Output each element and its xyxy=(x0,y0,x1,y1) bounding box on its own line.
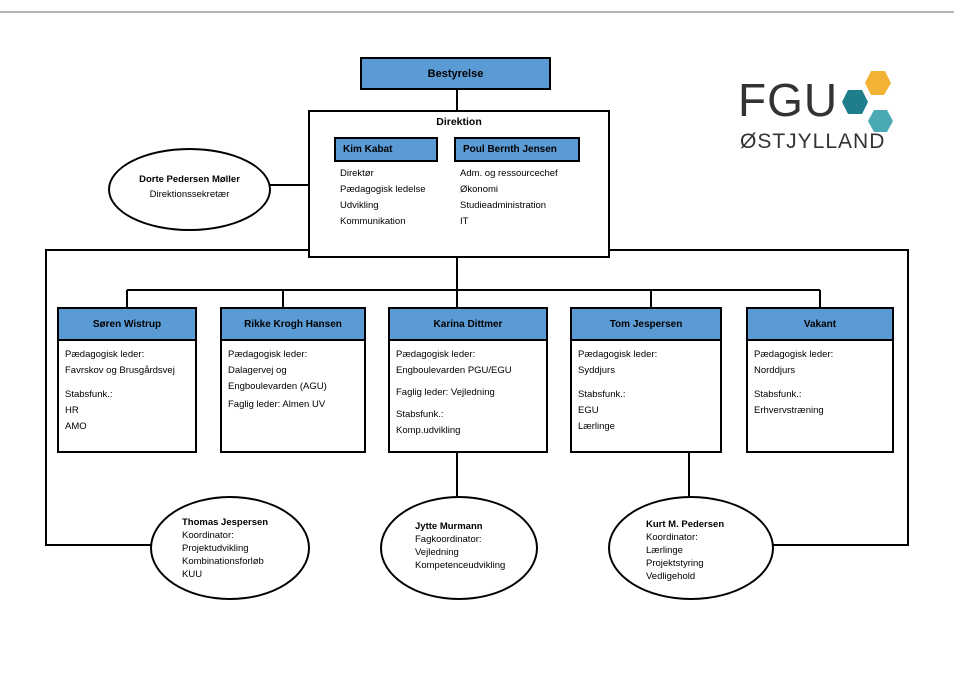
secretary-ellipse: Dorte Pedersen Møller Direktionssekretær xyxy=(108,148,271,231)
secretary-name: Dorte Pedersen Møller xyxy=(139,174,240,185)
coordinator-name: Thomas Jespersen xyxy=(182,517,269,528)
coordinator-name: Kurt M. Pedersen xyxy=(646,519,725,530)
duty-item: Adm. og ressourcechef xyxy=(460,168,558,179)
board-box: Bestyrelse xyxy=(360,57,551,90)
dept-line: Komp.udvikling xyxy=(396,425,461,436)
dept-head-box: Tom Jespersen xyxy=(572,309,720,341)
dept-line: Lærlinge xyxy=(578,421,615,432)
duty-item: Pædagogisk ledelse xyxy=(340,184,426,195)
fgu-logo: FGU ØSTJYLLAND xyxy=(738,68,908,163)
coordinator-line: KUU xyxy=(182,569,203,580)
duty-item: Udvikling xyxy=(340,200,379,211)
top-divider xyxy=(0,11,954,13)
logo-line1: FGU xyxy=(738,74,839,126)
coordinator-line: Koordinator: xyxy=(182,530,234,541)
dept-line: Syddjurs xyxy=(578,365,615,376)
coordinator-line: Kompetenceudvikling xyxy=(415,560,506,571)
duty-item: Studieadministration xyxy=(460,200,547,211)
dept-line: Pædagogisk leder: xyxy=(65,349,145,360)
dept-details: Pædagogisk leder: Engboulevarden PGU/EGU… xyxy=(396,347,512,439)
kim-kabat-name: Kim Kabat xyxy=(343,144,393,155)
dept-line: EGU xyxy=(578,405,599,416)
coordinator-ellipse-jytte-murmann: Jytte Murmann Fagkoordinator: Vejledning… xyxy=(380,496,538,600)
dept-line: Stabsfunk.: xyxy=(754,389,802,400)
dept-line: Stabsfunk.: xyxy=(65,389,113,400)
dept-line: HR xyxy=(65,405,79,416)
dept-line: Stabsfunk.: xyxy=(396,409,444,420)
dept-head-name: Vakant xyxy=(803,318,837,330)
coordinator-line: Vedligehold xyxy=(646,571,696,582)
dept-head-box: Vakant xyxy=(748,309,892,341)
dept-line: Erhvervstræning xyxy=(754,405,824,416)
logo-line2: ØSTJYLLAND xyxy=(740,130,886,153)
dept-line: Engboulevarden (AGU) xyxy=(228,381,327,392)
connector-left-loop xyxy=(45,249,308,546)
duty-item: Kommunikation xyxy=(340,216,406,227)
dept-line: AMO xyxy=(65,421,87,432)
poul-bernth-jensen-duties: Adm. og ressourcechef Økonomi Studieadmi… xyxy=(460,166,558,230)
direktion-box: Direktion Kim Kabat Poul Bernth Jensen D… xyxy=(308,110,610,258)
dept-head-name: Søren Wistrup xyxy=(92,318,162,330)
dept-line: Engboulevarden PGU/EGU xyxy=(396,365,512,376)
logo-mark-icon xyxy=(842,71,893,132)
dept-line: Pædagogisk leder: xyxy=(754,349,834,360)
dept-head-name: Karina Dittmer xyxy=(433,318,503,330)
dept-head-box: Karina Dittmer xyxy=(390,309,546,341)
dept-line: Faglig leder: Almen UV xyxy=(228,399,326,410)
board-label: Bestyrelse xyxy=(427,67,484,80)
direktion-title: Direktion xyxy=(436,116,482,128)
dept-head-box: Rikke Krogh Hansen xyxy=(222,309,364,341)
coordinator-line: Fagkoordinator: xyxy=(415,534,482,545)
dept-line: Pædagogisk leder: xyxy=(396,349,476,360)
dept-line: Dalagervej og xyxy=(228,365,287,376)
dept-details: Pædagogisk leder: Favrskov og Brusgårdsv… xyxy=(65,347,175,435)
coordinator-line: Vejledning xyxy=(415,547,459,558)
coordinator-line: Projektudvikling xyxy=(182,543,249,554)
dept-box-karina-dittmer: Karina Dittmer Pædagogisk leder: Engboul… xyxy=(388,307,548,453)
dept-head-name: Tom Jespersen xyxy=(609,318,683,330)
kim-kabat-duties: Direktør Pædagogisk ledelse Udvikling Ko… xyxy=(340,166,426,230)
coordinator-line: Koordinator: xyxy=(646,532,698,543)
dept-box-vakant: Vakant Pædagogisk leder: Norddjurs Stabs… xyxy=(746,307,894,453)
poul-bernth-jensen-name: Poul Bernth Jensen xyxy=(463,144,557,155)
kim-kabat-box: Kim Kabat xyxy=(334,137,438,162)
dept-head-box: Søren Wistrup xyxy=(59,309,195,341)
coordinator-line: Lærlinge xyxy=(646,545,683,556)
duty-item: Økonomi xyxy=(460,184,499,195)
connector-right-loop xyxy=(610,249,909,546)
secretary-role: Direktionssekretær xyxy=(149,189,230,200)
duty-item: IT xyxy=(460,216,469,227)
dept-line: Pædagogisk leder: xyxy=(228,349,308,360)
dept-details: Pædagogisk leder: Norddjurs Stabsfunk.: … xyxy=(754,347,833,419)
poul-bernth-jensen-box: Poul Bernth Jensen xyxy=(454,137,580,162)
dept-details: Pædagogisk leder: Syddjurs Stabsfunk.: E… xyxy=(578,347,657,435)
dept-line: Favrskov og Brusgårdsvej xyxy=(65,365,175,376)
dept-box-tom-jespersen: Tom Jespersen Pædagogisk leder: Syddjurs… xyxy=(570,307,722,453)
dept-box-soren-wistrup: Søren Wistrup Pædagogisk leder: Favrskov… xyxy=(57,307,197,453)
dept-line: Norddjurs xyxy=(754,365,796,376)
coordinator-ellipse-thomas-jespersen: Thomas Jespersen Koordinator: Projektudv… xyxy=(150,496,310,600)
coordinator-line: Projektstyring xyxy=(646,558,704,569)
dept-head-name: Rikke Krogh Hansen xyxy=(244,318,342,330)
coordinator-name: Jytte Murmann xyxy=(415,521,483,532)
coordinator-ellipse-kurt-m-pedersen: Kurt M. Pedersen Koordinator: Lærlinge P… xyxy=(608,496,774,600)
duty-item: Direktør xyxy=(340,168,374,179)
dept-line: Pædagogisk leder: xyxy=(578,349,658,360)
dept-line: Faglig leder: Vejledning xyxy=(396,387,495,398)
coordinator-line: Kombinationsforløb xyxy=(182,556,264,567)
dept-box-rikke-krogh-hansen: Rikke Krogh Hansen Pædagogisk leder: Dal… xyxy=(220,307,366,453)
dept-line: Stabsfunk.: xyxy=(578,389,626,400)
dept-details: Pædagogisk leder: Dalagervej og Engboule… xyxy=(228,347,327,413)
